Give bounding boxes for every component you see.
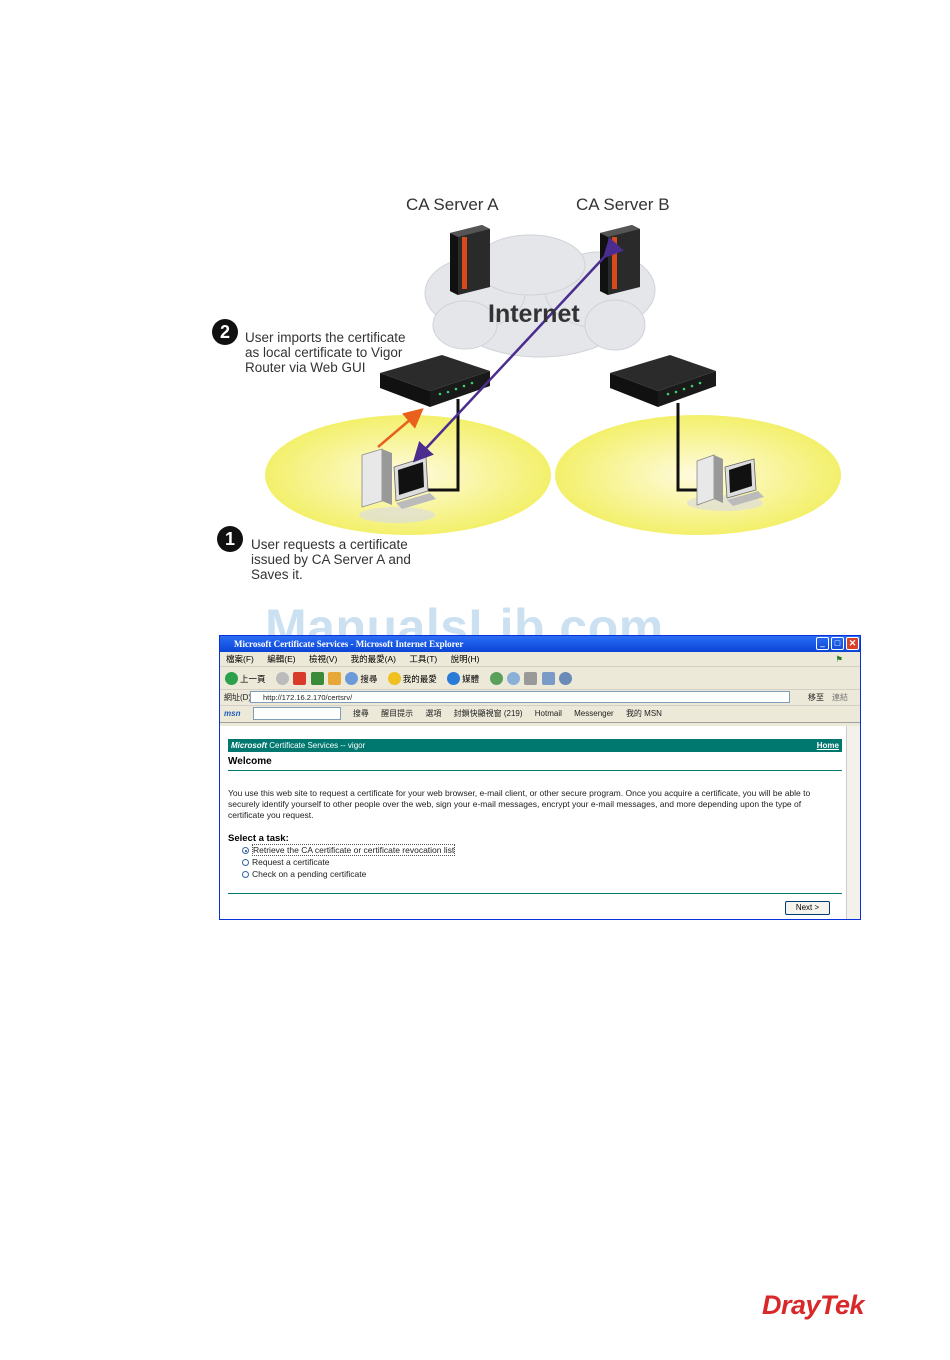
- menu-view[interactable]: 檢視(V): [309, 654, 337, 664]
- home-link[interactable]: Home: [817, 739, 839, 752]
- radio-pending[interactable]: [242, 871, 249, 878]
- msn-logo[interactable]: msn: [224, 709, 240, 718]
- draytek-logo: DrayTek: [762, 1290, 864, 1321]
- forward-icon[interactable]: [276, 672, 289, 685]
- server-b-label: CA Server B: [576, 195, 670, 215]
- radio-retrieve[interactable]: [242, 847, 249, 854]
- banner-text: Certificate Services -- vigor: [269, 741, 365, 750]
- address-input[interactable]: http://172.16.2.170/certsrv/: [250, 691, 790, 703]
- task-option-retrieve[interactable]: Retrieve the CA certificate or certifica…: [242, 845, 455, 855]
- server-a-label: CA Server A: [406, 195, 499, 215]
- close-button[interactable]: ✕: [846, 637, 859, 650]
- divider: [228, 770, 842, 771]
- option-label[interactable]: Retrieve the CA certificate or certifica…: [252, 844, 455, 856]
- vertical-scrollbar[interactable]: [846, 726, 860, 920]
- next-button[interactable]: Next >: [785, 901, 830, 915]
- back-button[interactable]: 上一頁: [240, 674, 266, 684]
- step-2-line: as local certificate to Vigor: [245, 345, 406, 360]
- internet-label: Internet: [488, 300, 580, 329]
- radio-request[interactable]: [242, 859, 249, 866]
- step-1-line: User requests a certificate: [251, 537, 411, 552]
- task-option-pending[interactable]: Check on a pending certificate: [242, 869, 366, 879]
- minimize-button[interactable]: _: [816, 637, 829, 650]
- search-button[interactable]: 搜尋: [360, 674, 377, 684]
- step-2-badge: 2: [212, 319, 238, 345]
- toolbar: 上一頁 搜尋 我的最愛 媒體: [220, 667, 860, 690]
- msn-hotmail-link[interactable]: Hotmail: [535, 709, 562, 718]
- step-1-line: Saves it.: [251, 567, 411, 582]
- media-icon[interactable]: [447, 672, 460, 685]
- vigor-router-right: [610, 355, 716, 407]
- step-1-line: issued by CA Server A and: [251, 552, 411, 567]
- step-1-badge: 1: [217, 526, 243, 552]
- maximize-button[interactable]: □: [831, 637, 844, 650]
- msn-search-button[interactable]: 搜尋: [353, 709, 369, 718]
- step-2-text: User imports the certificate as local ce…: [245, 330, 406, 375]
- step-2-line: Router via Web GUI: [245, 360, 406, 375]
- page-content: Microsoft Certificate Services -- vigor …: [220, 726, 848, 920]
- intro-text: You use this web site to request a certi…: [228, 788, 836, 821]
- divider: [228, 893, 842, 894]
- banner-brand: Microsoft: [231, 741, 267, 750]
- msn-messenger-link[interactable]: Messenger: [574, 709, 614, 718]
- menu-edit[interactable]: 編輯(E): [267, 654, 295, 664]
- network-diagram: CA Server A CA Server B Internet 2 User …: [200, 185, 860, 595]
- browser-title-bar: Microsoft Certificate Services - Microso…: [220, 636, 860, 652]
- msn-toolbar: msn 搜尋 醒目提示 選項 封鎖快顯視窗 (219) Hotmail Mess…: [220, 706, 860, 723]
- go-button[interactable]: 移至: [808, 690, 824, 705]
- links-label[interactable]: 連結: [832, 690, 848, 705]
- search-icon[interactable]: [345, 672, 358, 685]
- option-label[interactable]: Check on a pending certificate: [252, 869, 366, 879]
- task-option-request[interactable]: Request a certificate: [242, 857, 329, 867]
- diagram-graphics: [200, 185, 860, 595]
- messenger-icon[interactable]: [559, 672, 572, 685]
- home-icon[interactable]: [328, 672, 341, 685]
- favorites-button[interactable]: 我的最愛: [403, 674, 437, 684]
- address-bar: 網址(D) http://172.16.2.170/certsrv/ 移至 連結: [220, 690, 860, 706]
- print-icon[interactable]: [524, 672, 537, 685]
- browser-window: Microsoft Certificate Services - Microso…: [219, 635, 861, 920]
- favorites-star-icon[interactable]: [388, 672, 401, 685]
- menu-help[interactable]: 說明(H): [451, 654, 480, 664]
- edit-icon[interactable]: [542, 672, 555, 685]
- step-1-text: User requests a certificate issued by CA…: [251, 537, 411, 582]
- ca-server-a: [450, 225, 490, 295]
- address-label: 網址(D): [224, 693, 251, 702]
- option-label[interactable]: Request a certificate: [252, 857, 329, 867]
- ca-server-b: [600, 225, 640, 295]
- msn-highlight-button[interactable]: 醒目提示: [381, 709, 413, 718]
- media-button[interactable]: 媒體: [462, 674, 479, 684]
- history-icon[interactable]: [490, 672, 503, 685]
- windows-flag-icon: ⚑: [835, 652, 843, 666]
- menu-tools[interactable]: 工具(T): [409, 654, 437, 664]
- refresh-icon[interactable]: [311, 672, 324, 685]
- cert-services-banner: Microsoft Certificate Services -- vigor …: [228, 739, 842, 752]
- stop-icon[interactable]: [293, 672, 306, 685]
- welcome-heading: Welcome: [228, 756, 272, 767]
- select-task-label: Select a task:: [228, 833, 289, 844]
- msn-options-button[interactable]: 選項: [425, 709, 441, 718]
- step-2-line: User imports the certificate: [245, 330, 406, 345]
- msn-search-input[interactable]: [253, 707, 341, 720]
- menu-file[interactable]: 檔案(F): [226, 654, 254, 664]
- menu-favorites[interactable]: 我的最愛(A): [351, 654, 396, 664]
- msn-my-msn-link[interactable]: 我的 MSN: [626, 709, 662, 718]
- menu-bar: 檔案(F) 編輯(E) 檢視(V) 我的最愛(A) 工具(T) 說明(H) ⚑: [220, 652, 860, 667]
- msn-popup-blocker[interactable]: 封鎖快顯視窗 (219): [454, 709, 523, 718]
- back-icon[interactable]: [225, 672, 238, 685]
- browser-title: Microsoft Certificate Services - Microso…: [234, 639, 463, 649]
- mail-icon[interactable]: [507, 672, 520, 685]
